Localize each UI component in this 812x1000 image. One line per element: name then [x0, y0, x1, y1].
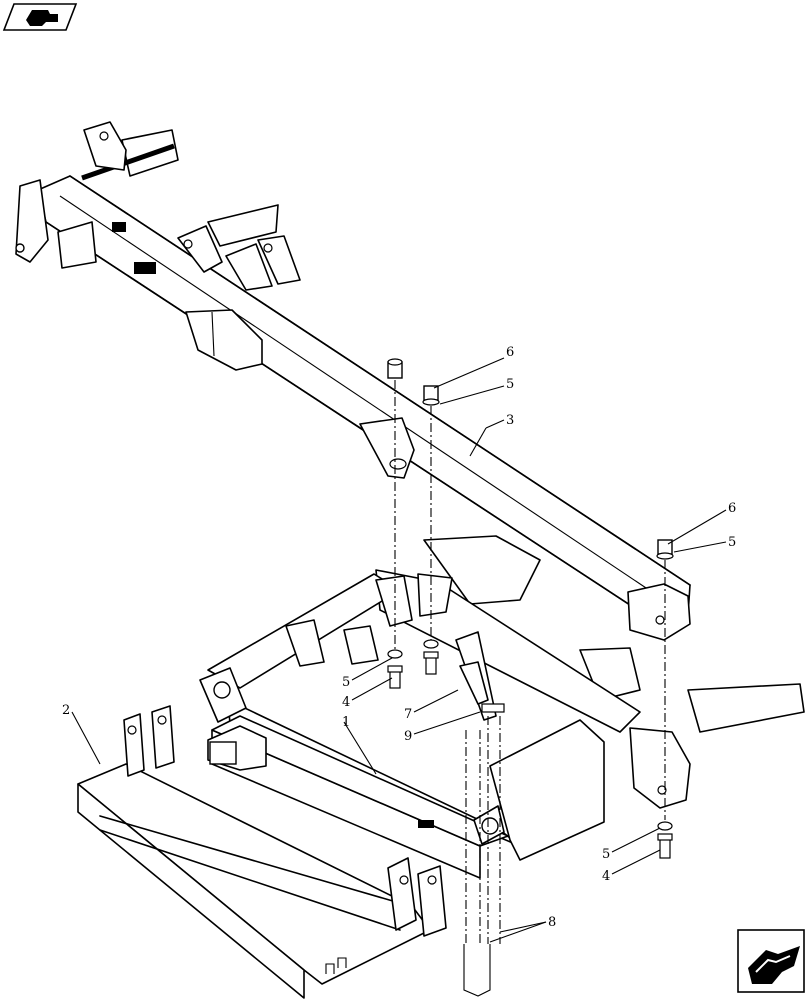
callout-5-top: 5: [506, 377, 514, 392]
jack-pin-hardware: [459, 661, 505, 997]
callout-5-bottom: 5: [602, 847, 610, 862]
callout-7: 7: [404, 707, 412, 722]
callout-4-left: 4: [342, 695, 350, 710]
callout-6-top: 6: [506, 345, 514, 360]
callout-8: 8: [548, 915, 556, 930]
main-frame-part-1: [199, 535, 805, 879]
toolbar-beam-part-3: [15, 121, 691, 641]
callout-3: 3: [506, 413, 514, 428]
navigation-arrow-icon[interactable]: [737, 929, 805, 993]
callout-9: 9: [404, 729, 412, 744]
callout-4-bottom: 4: [602, 869, 610, 884]
callout-5-right: 5: [728, 535, 736, 550]
hardware-stack-left: [387, 358, 403, 689]
hitch-frame-part-2: [77, 705, 447, 999]
callout-5-left: 5: [342, 675, 350, 690]
callout-2: 2: [62, 703, 70, 718]
hardware-stack-middle: [422, 385, 440, 675]
leader-lines: [71, 357, 727, 943]
hardware-stack-right: [656, 539, 674, 859]
callout-6-right: 6: [728, 501, 736, 516]
view-reference-icon[interactable]: [2, 3, 78, 31]
callout-1: 1: [342, 715, 350, 730]
